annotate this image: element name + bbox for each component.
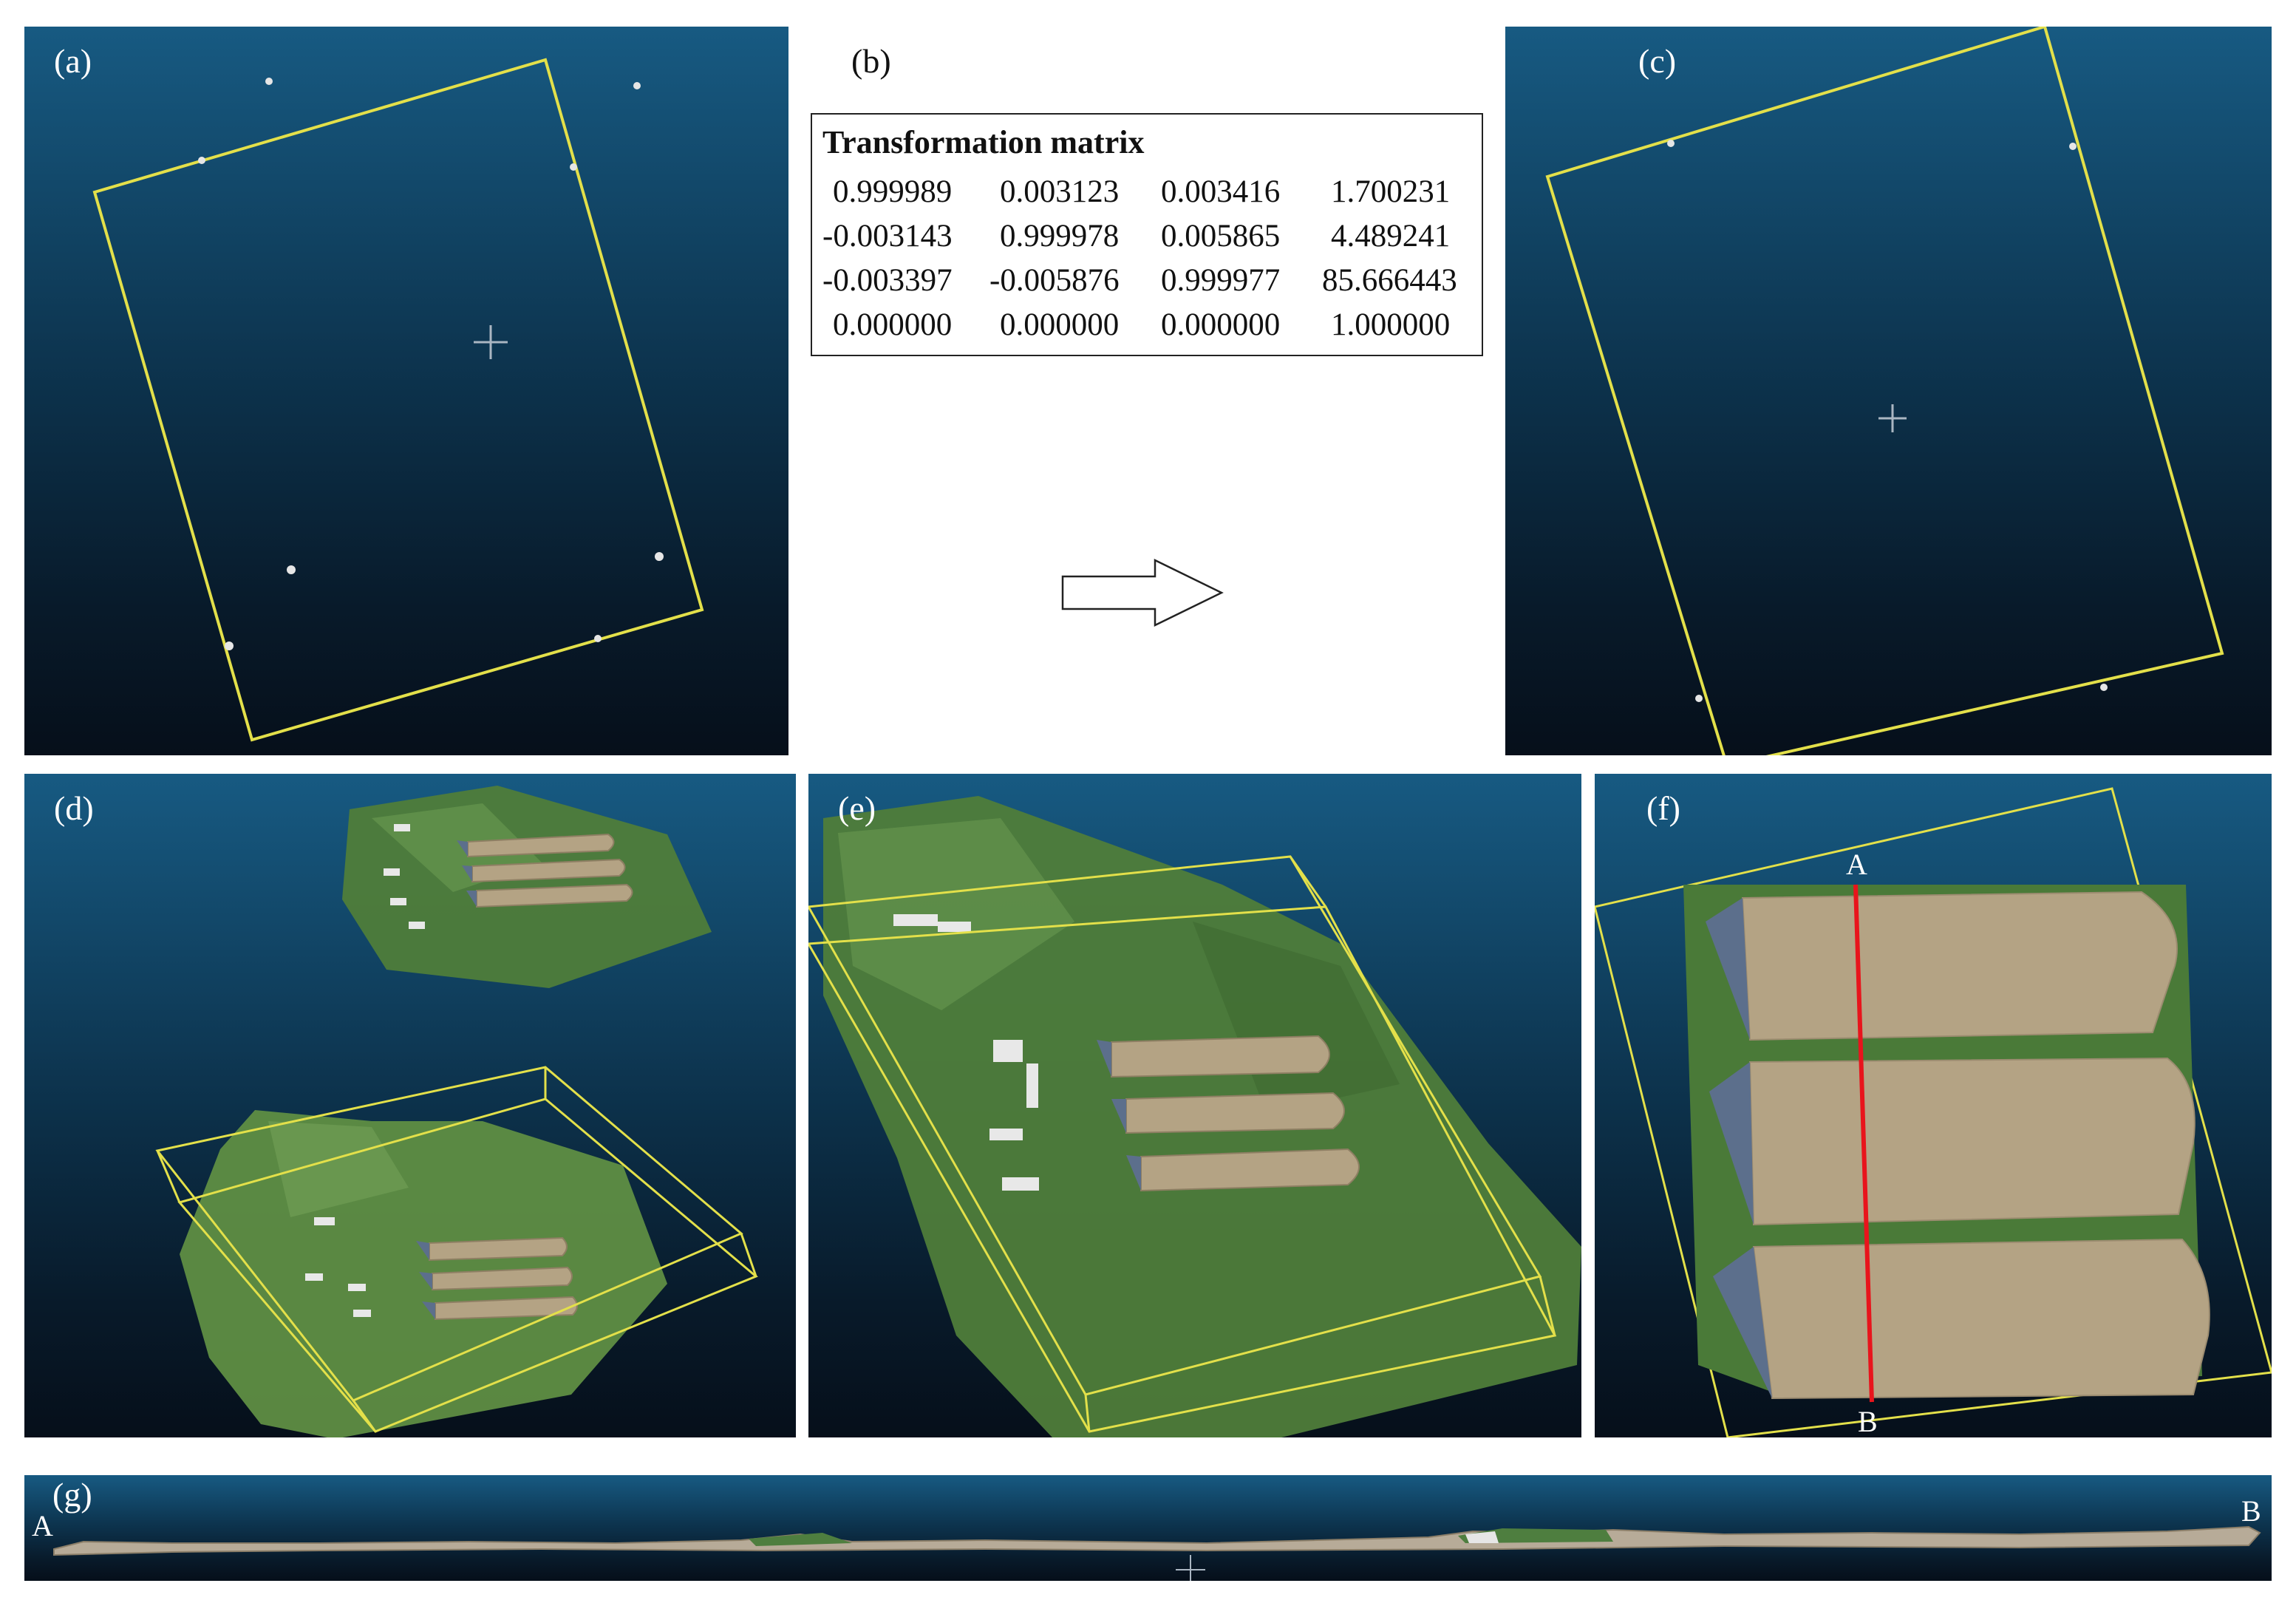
bounding-box [92, 58, 704, 742]
center-crosshair [1176, 1555, 1205, 1581]
matrix-cell: 0.999989 [833, 174, 953, 209]
gravel-pads [1706, 898, 1772, 1398]
matrix-cell: 0.003416 [1161, 174, 1281, 209]
field-plots [1741, 891, 2210, 1400]
marker-points [1667, 140, 2108, 702]
matrix-row: -0.003397 -0.005876 0.999977 85.666443 [820, 262, 1470, 305]
panel-e-scene [808, 796, 1581, 1437]
profile-label-b: B [2241, 1494, 2261, 1528]
panel-c-scene [1545, 27, 2224, 755]
matrix-cell: 4.489241 [1331, 219, 1451, 253]
panel-f-label: (f) [1646, 789, 1680, 827]
matrix-cell: 0.000000 [833, 307, 953, 342]
matrix-cell: 0.000000 [1161, 307, 1281, 342]
panel-g-viewport: (g) A B [24, 1475, 2272, 1581]
profile-label-a: A [32, 1509, 53, 1542]
bounding-box-3d [808, 855, 1557, 1433]
center-crosshair [1878, 404, 1907, 432]
panel-e-label: (e) [838, 789, 876, 827]
matrix-cell: 1.700231 [1331, 174, 1451, 209]
panel-b-label: (b) [851, 42, 891, 80]
matrix-row: 0.999989 0.003123 0.003416 1.700231 [820, 174, 1470, 217]
field-plots [1111, 1035, 1360, 1192]
panel-d-viewport: (d) [24, 774, 796, 1437]
matrix-cell: 0.005865 [1161, 219, 1281, 253]
bounding-box [1595, 787, 2272, 1437]
cross-section-profile [53, 1525, 2261, 1556]
panel-a-viewport: (a) [24, 27, 788, 755]
profile-label-b: B [1858, 1405, 1878, 1437]
panel-d-label: (d) [54, 789, 94, 827]
panel-f-scene: A B [1595, 787, 2272, 1437]
matrix-row: 0.000000 0.000000 0.000000 1.000000 [820, 307, 1470, 350]
panel-e-viewport: (e) [808, 774, 1581, 1437]
marker-points [198, 78, 664, 650]
matrix-title: Transformation matrix [822, 124, 1145, 160]
matrix-cell: -0.003397 [822, 263, 953, 298]
matrix-cell: -0.003143 [822, 219, 953, 253]
center-crosshair [474, 325, 508, 359]
matrix-cell: 1.000000 [1331, 307, 1451, 342]
profile-label-a: A [1846, 848, 1867, 881]
panel-a-scene [92, 58, 704, 742]
matrix-cell: 0.999977 [1161, 263, 1281, 298]
gravel-pads [416, 1241, 435, 1319]
matrix-cell: 0.000000 [1000, 307, 1120, 342]
field-plots [429, 1236, 578, 1321]
panel-f-viewport: (f) A B [1595, 774, 2272, 1437]
panel-c-label: (c) [1638, 42, 1677, 80]
gravel-pads [1097, 1040, 1141, 1191]
matrix-row: -0.003143 0.999978 0.005865 4.489241 [820, 218, 1470, 261]
matrix-cell: 0.999978 [1000, 219, 1120, 253]
panel-a-label: (a) [54, 42, 92, 80]
panel-d-scene [155, 786, 758, 1437]
matrix-cell: 0.003123 [1000, 174, 1120, 209]
panel-g-scene: A B [32, 1494, 2261, 1581]
panel-g-label: (g) [52, 1476, 92, 1514]
bounding-box [1545, 27, 2224, 755]
field-plots [467, 833, 633, 908]
gravel-pads [457, 840, 477, 907]
bounding-box-3d [155, 1066, 758, 1433]
transformation-matrix-box: Transformation matrix 0.999989 0.003123 … [811, 113, 1483, 356]
matrix-cell: 85.666443 [1322, 263, 1457, 298]
arrow-right-icon [1061, 558, 1224, 627]
panel-c-viewport: (c) [1505, 27, 2272, 755]
matrix-cell: -0.005876 [989, 263, 1120, 298]
profile-line [1853, 884, 1874, 1403]
